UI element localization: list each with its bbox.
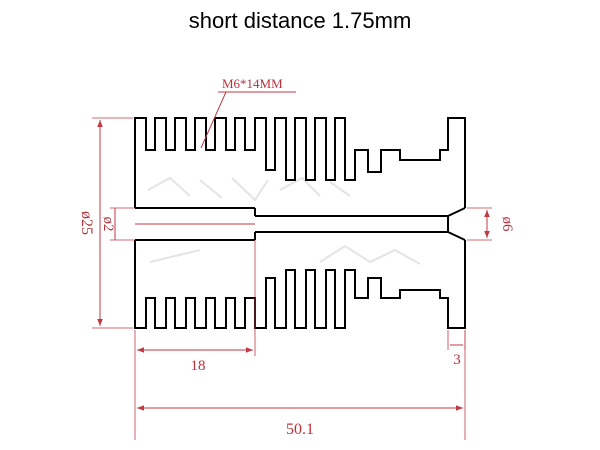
bore-diameter-dimension (110, 207, 135, 241)
nozzle-diameter-label: ø6 (499, 217, 515, 233)
outer-diameter-dimension (92, 117, 133, 329)
outer-diameter-label: ø25 (78, 211, 95, 235)
heatsink-bottom-outline (134, 240, 466, 329)
bore-diameter-label: ø2 (100, 217, 116, 232)
central-bore (135, 207, 466, 241)
bore-length-dimension (134, 240, 256, 356)
total-length-dimension (134, 330, 466, 440)
nozzle-diameter-dimension (467, 207, 492, 241)
tip-length-dimension (447, 330, 466, 350)
heatsink-top-outline (134, 117, 466, 208)
watermark (147, 176, 421, 265)
total-length-label: 50.1 (286, 421, 314, 438)
bore-length-label: 18 (191, 358, 206, 374)
page-title: short distance 1.75mm (188, 8, 412, 33)
thread-leader-line (200, 91, 227, 149)
thread-label: M6*14MM (222, 76, 283, 91)
tip-length-label: 3 (453, 352, 461, 368)
